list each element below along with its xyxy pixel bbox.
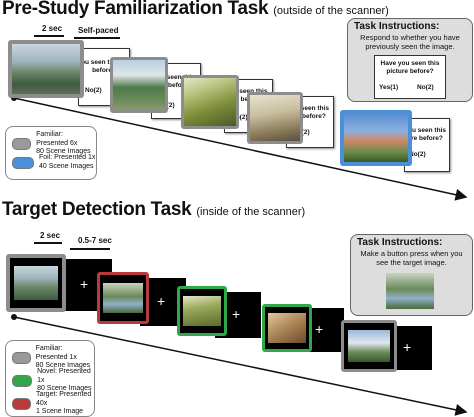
scene-photo-icon: [113, 60, 165, 110]
question-text: ou seen this re before?: [157, 74, 195, 89]
scene-photo-icon: [348, 330, 390, 362]
target-detection-legend: Familiar: Presented 1x 80 Scene Images N…: [5, 340, 95, 417]
legend-target: Target: Presented 40x 1 Scene Image: [12, 391, 94, 417]
question-text: ou seen this re before?: [81, 59, 127, 74]
legend-line: 1 Scene Image: [35, 408, 84, 415]
legend-familiar: Familiar: Presented 1x 80 Scene Images: [12, 345, 94, 371]
question-text: Have you seen this picture before?: [380, 60, 440, 75]
target-detection-title: Target Detection Task: [2, 199, 192, 220]
legend-familiar: Familiar: Presented 6x 80 Scene Images: [12, 131, 96, 157]
fixation-cross-icon: +: [232, 306, 241, 322]
instructions-panel: Task Instructions: Respond to whether yo…: [347, 18, 473, 102]
target-swatch: [12, 397, 31, 410]
pre-study-title: Pre-Study Familiarization Task: [2, 0, 269, 19]
legend-line: 40 Scene Images: [39, 162, 94, 170]
target-image-icon: [386, 273, 434, 309]
familiar-swatch: [12, 351, 31, 364]
scene-photo-icon: [183, 296, 221, 326]
image-duration-bar: [34, 35, 64, 37]
yes-option: Yes(1): [379, 84, 399, 91]
foil-swatch: [12, 156, 34, 169]
pre-study-heading: Pre-Study Familiarization Task (outside …: [2, 0, 389, 20]
no-option: No(2): [231, 114, 248, 121]
legend-line: Foil: Presented 1x: [39, 154, 96, 161]
response-duration-label: Self-paced: [78, 26, 119, 35]
target-detection-subtitle: (inside of the scanner): [196, 206, 306, 218]
scene-photo-icon: [14, 266, 58, 300]
response-duration-bar: [74, 37, 120, 39]
legend-line: 80 Scene Images: [35, 362, 91, 369]
timeline-start-dot: [11, 95, 17, 101]
target-detection-heading: Target Detection Task (inside of the sca…: [2, 199, 305, 221]
scene-photo-icon: [12, 44, 80, 94]
pre-study-subtitle: (outside of the scanner): [273, 5, 389, 17]
question-text: ou seen this re before?: [291, 105, 329, 120]
legend-foil: Foil: Presented 1x 40 Scene Images: [12, 154, 95, 171]
instructions-title: Task Instructions:: [357, 237, 443, 248]
instructions-text: Respond to whether you have previously s…: [360, 33, 460, 51]
legend-line: Novel: Presented 1x: [37, 368, 91, 384]
image-duration-label: 2 sec: [42, 24, 63, 33]
legend-line: 80 Scene Images: [37, 385, 92, 392]
fixation-cross-icon: +: [403, 339, 412, 355]
legend-line: Familiar: Presented 1x: [35, 345, 77, 361]
familiar-swatch: [12, 137, 32, 150]
legend-line: Target: Presented 40x: [35, 391, 92, 407]
pre-study-legend: Familiar: Presented 6x 80 Scene Images F…: [5, 126, 97, 180]
fixation-cross-icon: +: [157, 293, 166, 309]
scene-photo-icon: [103, 283, 143, 313]
instructions-text: Make a button press when you see the tar…: [360, 249, 463, 267]
legend-novel: Novel: Presented 1x 80 Scene Images: [12, 368, 94, 394]
no-option: No(2): [85, 87, 102, 94]
scene-photo-icon: [344, 114, 408, 162]
fixation-duration-bar: [70, 248, 110, 250]
fixation-duration-label: 0.5-7 sec: [78, 236, 112, 245]
no-option: No(2): [417, 84, 434, 91]
fixation-cross-icon: +: [80, 276, 89, 292]
scene-photo-icon: [250, 95, 300, 141]
image-duration-bar: [34, 242, 62, 244]
scene-photo-icon: [184, 78, 236, 126]
fixation-cross-icon: +: [315, 321, 324, 337]
novel-swatch: [12, 374, 33, 387]
timeline-start-dot: [11, 314, 17, 320]
legend-line: 80 Scene Images: [36, 148, 91, 155]
legend-line: Familiar: Presented 6x: [36, 131, 78, 147]
scene-photo-icon: [268, 313, 306, 343]
image-duration-label: 2 sec: [40, 231, 61, 240]
instructions-panel: Task Instructions: Make a button press w…: [350, 234, 473, 316]
no-option: No(2): [409, 151, 426, 158]
example-response-screen: Have you seen this picture before? Yes(1…: [374, 55, 446, 99]
instructions-title: Task Instructions:: [354, 21, 440, 32]
question-text: ou seen this re before?: [408, 127, 446, 142]
